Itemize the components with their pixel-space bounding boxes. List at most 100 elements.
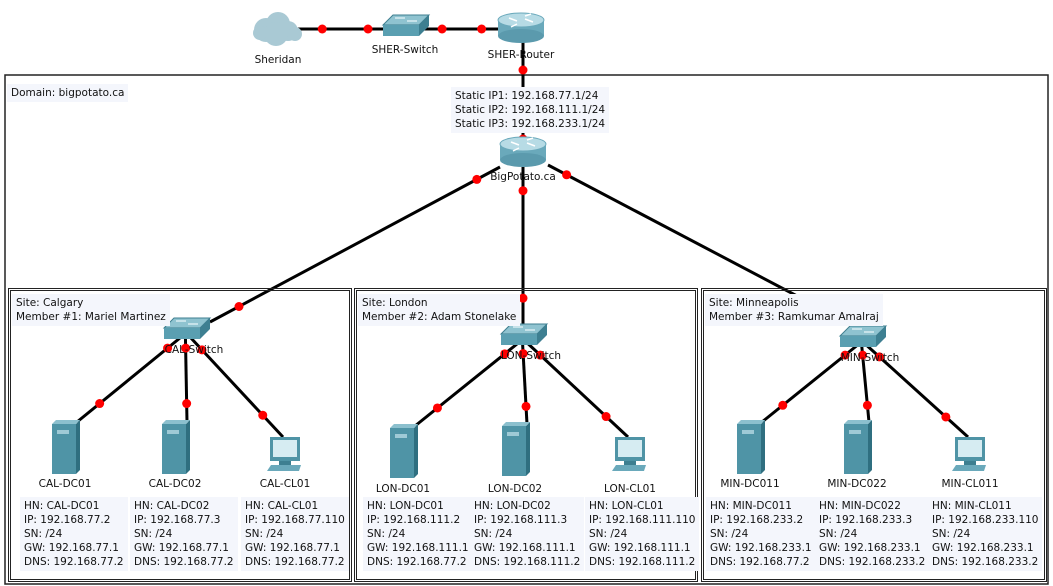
config-line: SN: /24 bbox=[134, 528, 173, 540]
config-line: HN: MIN-CL011 bbox=[932, 500, 1012, 512]
server-side bbox=[76, 420, 80, 474]
config-line: DNS: 192.168.233.2 bbox=[819, 556, 926, 568]
device-cal-cl01[interactable] bbox=[267, 437, 301, 471]
link-switch-to-cal-cl01[interactable] bbox=[189, 336, 285, 439]
sheridan-cloud-label: Sheridan bbox=[254, 54, 302, 66]
cloud-puff bbox=[264, 22, 288, 46]
config-line: HN: MIN-DC022 bbox=[819, 500, 901, 512]
link-status-dot bbox=[197, 345, 207, 355]
server-top bbox=[52, 420, 80, 424]
sheridan-cloud[interactable] bbox=[253, 12, 302, 46]
sher-switch[interactable] bbox=[381, 14, 431, 36]
config-line: SN: /24 bbox=[367, 528, 406, 540]
link-switch-to-cal-dc01[interactable] bbox=[76, 336, 181, 424]
config-line: DNS: 192.168.77.2 bbox=[24, 556, 124, 568]
config-line: IP: 192.168.111.3 bbox=[474, 514, 568, 526]
link-status-dot bbox=[535, 350, 545, 360]
link-switch-to-min-dc022[interactable] bbox=[858, 345, 872, 423]
device-label: MIN-DC011 bbox=[720, 478, 780, 490]
switch-arrows-icon bbox=[852, 328, 874, 333]
server-side bbox=[526, 422, 530, 476]
config-line: SN: /24 bbox=[245, 528, 284, 540]
device-min-dc011[interactable] bbox=[737, 420, 765, 474]
config-line: HN: CAL-DC01 bbox=[24, 500, 100, 512]
switch-side bbox=[200, 318, 210, 339]
link-sherswitch-sherrouter[interactable] bbox=[418, 24, 504, 34]
device-cal-dc01[interactable] bbox=[52, 420, 80, 474]
core-router-label: BigPotato.ca bbox=[490, 171, 556, 183]
site-boundary-2 bbox=[701, 288, 1047, 582]
server-drive-bay bbox=[849, 430, 861, 434]
site-switch-1[interactable] bbox=[499, 323, 549, 345]
device-lon-dc02[interactable] bbox=[502, 422, 530, 476]
server-top bbox=[162, 420, 190, 424]
link-core-to-site-0[interactable] bbox=[209, 165, 501, 324]
site-name: Site: Minneapolis bbox=[709, 297, 799, 309]
config-line: GW: 192.168.111.1 bbox=[367, 542, 469, 554]
cable-line[interactable] bbox=[866, 344, 970, 439]
link-status-dot bbox=[778, 400, 788, 410]
config-line: IP: 192.168.233.2 bbox=[710, 514, 804, 526]
link-switch-to-lon-cl01[interactable] bbox=[527, 342, 630, 439]
keyboard bbox=[612, 465, 646, 471]
link-status-dot bbox=[472, 174, 482, 184]
link-switch-to-lon-dc02[interactable] bbox=[518, 343, 531, 425]
switch-front bbox=[840, 336, 876, 347]
site-name: Site: Calgary bbox=[16, 297, 84, 309]
device-min-dc022[interactable] bbox=[844, 420, 872, 474]
switch-side bbox=[537, 324, 547, 345]
link-switch-to-cal-dc02[interactable] bbox=[181, 337, 192, 423]
config-line: GW: 192.168.233.1 bbox=[710, 542, 812, 554]
cable-line[interactable] bbox=[414, 342, 518, 428]
cable-line[interactable] bbox=[189, 336, 285, 439]
site-boundary-1 bbox=[354, 288, 698, 582]
monitor-stand bbox=[624, 461, 636, 465]
link-status-dot bbox=[601, 412, 611, 422]
link-switch-to-lon-dc01[interactable] bbox=[414, 342, 518, 428]
link-status-dot bbox=[518, 186, 528, 196]
config-line: SN: /24 bbox=[474, 528, 513, 540]
cloud-puff bbox=[253, 26, 267, 40]
switch-arrows-icon bbox=[176, 320, 198, 325]
static-ip-note: Static IP1: 192.168.77.1/24 Static IP2: … bbox=[451, 87, 610, 133]
switch-side bbox=[419, 15, 429, 36]
link-status-dot bbox=[182, 399, 192, 409]
device-label: CAL-CL01 bbox=[259, 478, 311, 490]
config-line: SN: /24 bbox=[710, 528, 749, 540]
monitor-screen bbox=[958, 440, 982, 457]
link-status-dot bbox=[874, 352, 884, 362]
bigpotato-core-router[interactable] bbox=[499, 136, 547, 167]
config-line: DNS: 192.168.111.2 bbox=[589, 556, 696, 568]
domain-label: Domain: bigpotato.ca bbox=[7, 84, 129, 102]
device-lon-dc01[interactable] bbox=[390, 424, 418, 478]
link-core-to-site-1[interactable] bbox=[518, 167, 528, 325]
cable-line[interactable] bbox=[209, 165, 501, 324]
cable-line[interactable] bbox=[527, 342, 630, 439]
keyboard bbox=[952, 465, 986, 471]
cable-line[interactable] bbox=[761, 344, 858, 424]
static-ip-3: Static IP3: 192.168.233.1/24 bbox=[455, 118, 606, 130]
site-switch-0[interactable] bbox=[162, 317, 212, 339]
link-sheridan-sherswitch[interactable] bbox=[290, 24, 394, 34]
config-line: DNS: 192.168.77.2 bbox=[710, 556, 810, 568]
sher-router[interactable] bbox=[497, 12, 545, 43]
device-cal-dc02[interactable] bbox=[162, 420, 190, 474]
cable-line[interactable] bbox=[76, 336, 181, 424]
site-switch-2[interactable] bbox=[838, 325, 888, 347]
device-lon-cl01[interactable] bbox=[612, 437, 646, 471]
link-switch-to-min-cl011[interactable] bbox=[866, 344, 970, 439]
cloud-puff bbox=[288, 27, 302, 41]
config-line: HN: CAL-CL01 bbox=[245, 500, 319, 512]
static-ip-1: Static IP1: 192.168.77.1/24 bbox=[455, 90, 599, 102]
config-line: IP: 192.168.233.3 bbox=[819, 514, 913, 526]
device-min-cl011[interactable] bbox=[952, 437, 986, 471]
server-top bbox=[844, 420, 872, 424]
link-switch-to-min-dc011[interactable] bbox=[761, 344, 858, 424]
link-status-dot bbox=[95, 399, 105, 409]
config-line: DNS: 192.168.77.2 bbox=[245, 556, 345, 568]
